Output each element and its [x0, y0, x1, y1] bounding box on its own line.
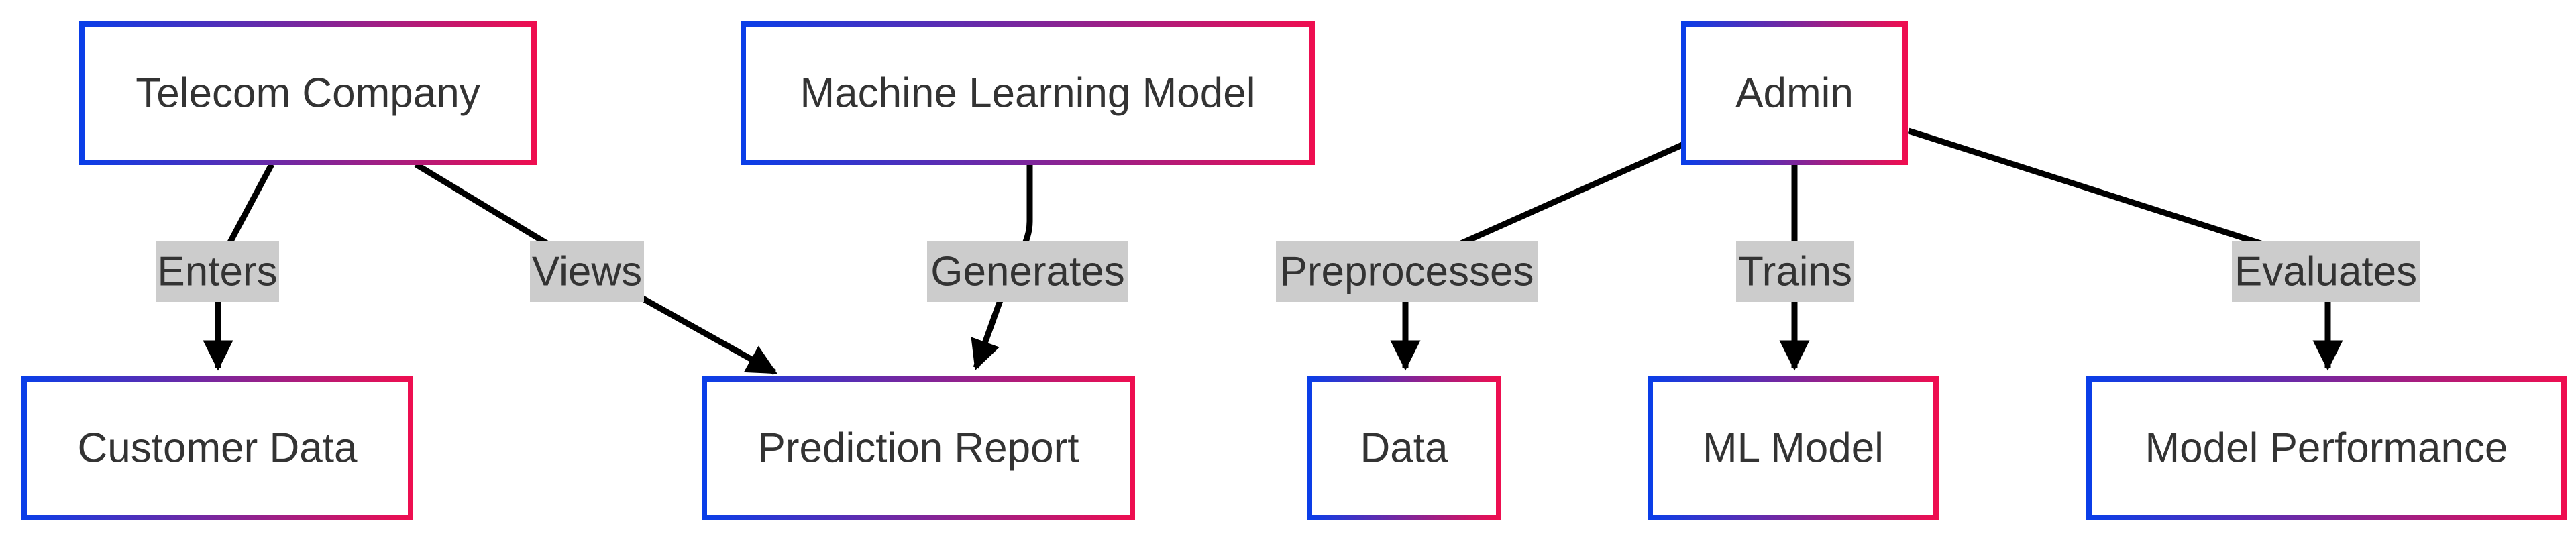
edge-label-views-text: Views: [532, 249, 642, 295]
node-prediction-report-label: Prediction Report: [757, 425, 1079, 472]
edge-label-preprocesses-text: Preprocesses: [1279, 249, 1534, 295]
edge-labels: Enters Views Generates Preprocesses Trai…: [156, 241, 2420, 302]
edge-label-evaluates: Evaluates: [2232, 241, 2420, 302]
edge-label-trains-text: Trains: [1738, 249, 1852, 295]
edge-label-enters-text: Enters: [157, 249, 277, 295]
edge-label-generates-text: Generates: [930, 249, 1125, 295]
node-customer-data[interactable]: Customer Data: [21, 376, 413, 520]
edge-label-trains: Trains: [1736, 241, 1854, 302]
node-ml-model-label: ML Model: [1703, 425, 1884, 472]
edge-label-views: Views: [530, 241, 644, 302]
node-telecom-company-label: Telecom Company: [136, 70, 480, 117]
node-model-performance-label: Model Performance: [2145, 425, 2508, 472]
node-customer-data-label: Customer Data: [78, 425, 358, 472]
node-prediction-report[interactable]: Prediction Report: [702, 376, 1135, 520]
node-admin[interactable]: Admin: [1681, 21, 1908, 165]
node-ml-model[interactable]: ML Model: [1648, 376, 1939, 520]
edge-label-enters: Enters: [156, 241, 279, 302]
node-data[interactable]: Data: [1307, 376, 1501, 520]
node-machine-learning-model-label: Machine Learning Model: [800, 70, 1256, 117]
node-machine-learning-model[interactable]: Machine Learning Model: [741, 21, 1315, 165]
nodes: Telecom Company Machine Learning Model A…: [21, 21, 2567, 520]
node-model-performance[interactable]: Model Performance: [2086, 376, 2567, 520]
node-data-label: Data: [1360, 425, 1448, 472]
edge-label-preprocesses: Preprocesses: [1276, 241, 1538, 302]
edge-label-generates: Generates: [927, 241, 1128, 302]
edge-label-evaluates-text: Evaluates: [2235, 249, 2417, 295]
node-admin-label: Admin: [1735, 70, 1854, 117]
node-telecom-company[interactable]: Telecom Company: [79, 21, 537, 165]
